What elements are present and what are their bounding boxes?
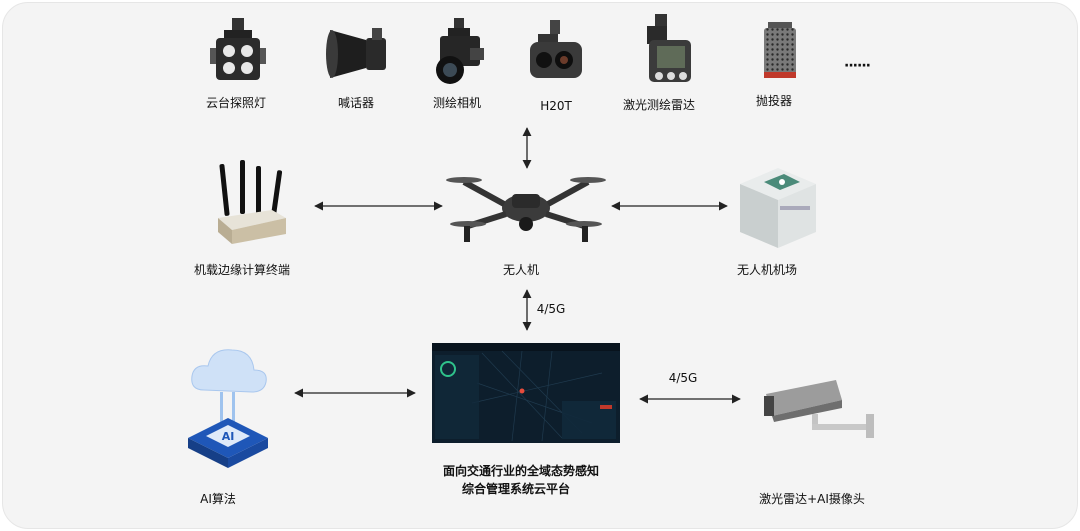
platform-label-line1: 面向交通行业的全域态势感知 <box>442 464 600 478</box>
survey-camera-icon <box>436 18 484 84</box>
edge-compute-label: 机载边缘计算终端 <box>193 263 291 277</box>
drone-dock-icon <box>740 168 816 248</box>
searchlight-icon <box>210 18 266 80</box>
payload-label-gimbal-light: 云台探照灯 <box>205 96 267 110</box>
ai-label: AI算法 <box>200 492 236 506</box>
drone-icon <box>446 177 606 242</box>
surveillance-camera-icon <box>764 380 874 438</box>
link-label-platform-camera: 4/5G <box>668 371 698 385</box>
dock-label: 无人机机场 <box>736 263 798 277</box>
payload-label-survey-camera: 测绘相机 <box>432 96 482 110</box>
payload-label-loudspeaker: 喊话器 <box>337 96 375 110</box>
loudspeaker-icon <box>326 28 386 78</box>
payload-label-dropper: 抛投器 <box>755 94 793 108</box>
camera-label: 激光雷达+AI摄像头 <box>759 492 865 506</box>
svg-text:AI: AI <box>222 430 235 443</box>
payload-label-h20t: H20T <box>540 99 572 113</box>
payload-label-lidar: 激光测绘雷达 <box>622 98 696 112</box>
lidar-icon <box>647 14 691 82</box>
edge-compute-icon <box>218 160 286 244</box>
ai-cloud-chip-icon: AI <box>188 349 268 468</box>
more-marker: ······ <box>844 58 871 74</box>
link-label-drone-platform: 4/5G <box>536 302 566 316</box>
dropper-icon <box>764 22 796 78</box>
platform-label-line2: 综合管理系统云平台 <box>461 482 571 496</box>
platform-screen-icon <box>432 343 620 443</box>
h20t-icon <box>530 20 582 78</box>
drone-label: 无人机 <box>502 263 540 277</box>
